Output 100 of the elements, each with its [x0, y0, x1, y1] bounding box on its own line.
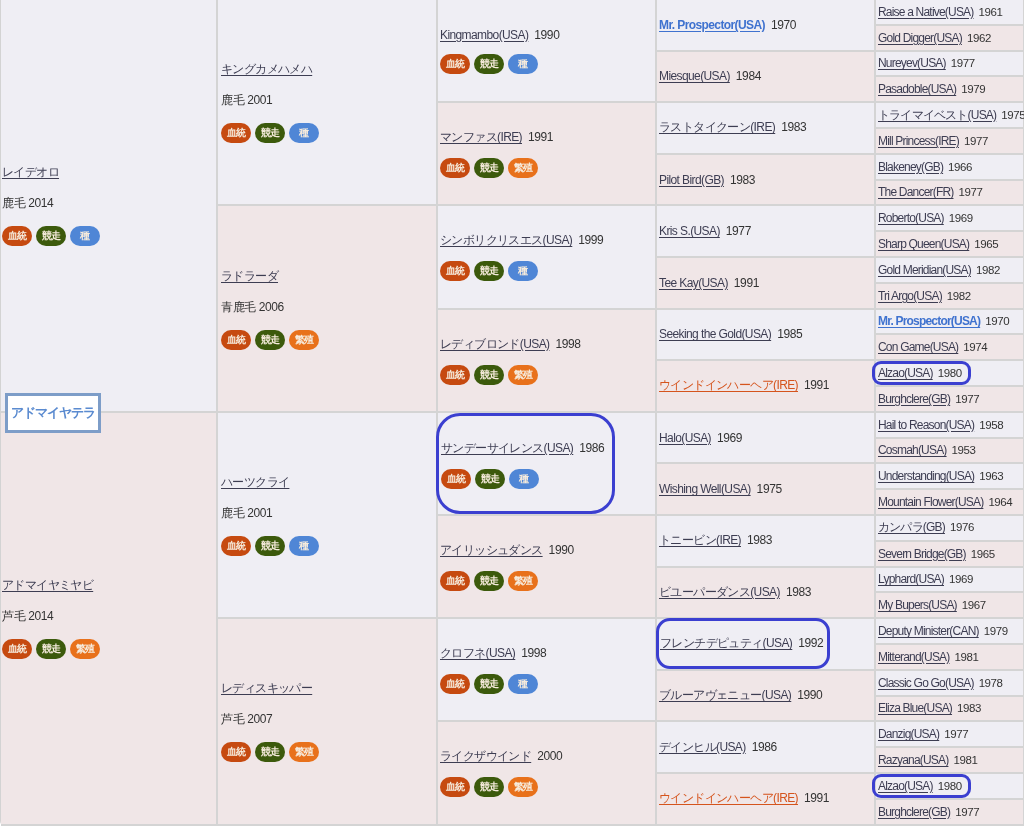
horse-name-link: マンファス(IRE): [440, 129, 522, 147]
horse-name-link: Seeking the Gold(USA): [659, 327, 772, 342]
pedigree-cell: [876, 748, 1024, 774]
pedigree-cell: [876, 283, 1024, 310]
coat-year-text: 鹿毛 2001: [221, 92, 273, 110]
birth-year: 1986: [579, 440, 605, 455]
coat-year-text: 鹿毛 2014: [2, 195, 54, 213]
category-tag: 血統: [221, 123, 251, 144]
pedigree-cell: [876, 180, 1024, 207]
horse-name-link: Mr. Prospector(USA): [878, 314, 981, 329]
pedigree-cell: [438, 412, 657, 516]
category-tag: 競走: [474, 158, 504, 179]
birth-year: 1991: [528, 130, 554, 145]
pedigree-cell: [876, 567, 1024, 594]
pedigree-cell: [438, 309, 657, 413]
horse-name-link: Nureyev(USA): [878, 56, 946, 71]
category-tag: 種: [70, 226, 100, 247]
birth-year: 1966: [948, 160, 973, 173]
birth-year: 1977: [955, 805, 980, 818]
birth-year: 1967: [961, 599, 986, 612]
birth-year: 1981: [953, 754, 978, 767]
birth-year: 1990: [548, 543, 574, 558]
pedigree-cell: [218, 619, 438, 826]
horse-name-link: Alzao(USA): [878, 366, 933, 381]
birth-year: 1969: [948, 212, 973, 225]
coat-year-text: 鹿毛 2001: [221, 505, 273, 522]
horse-name-link: ウインドインハーヘア(IRE): [659, 377, 798, 395]
birth-year: 1983: [781, 120, 807, 135]
birth-year: 1986: [751, 739, 777, 754]
birth-year: 2000: [537, 749, 563, 764]
horse-name-link: Eliza Blue(USA): [878, 701, 953, 716]
pedigree-cell: [657, 0, 876, 52]
category-tag: 競走: [255, 742, 285, 763]
pedigree-cell: [876, 696, 1024, 723]
birth-year: 1970: [985, 315, 1010, 328]
horse-name-link: Tee Kay(USA): [659, 275, 728, 290]
horse-name-link: サンデーサイレンス(USA): [441, 439, 574, 457]
coat-year-text: 芦毛 2014: [2, 608, 54, 626]
category-tag: 繁殖: [508, 158, 538, 179]
category-tag: 繁殖: [289, 742, 319, 763]
pedigree-cell: [438, 103, 657, 207]
pedigree-cell: [657, 412, 876, 465]
pedigree-cell: [657, 51, 876, 104]
pedigree-cell: [438, 206, 657, 310]
category-tag: 種: [508, 53, 538, 74]
horse-name-link: Hail to Reason(USA): [878, 417, 975, 432]
horse-name-link: Razyana(USA): [878, 753, 949, 768]
category-tag: 血統: [441, 468, 471, 489]
pedigree-cell: [876, 77, 1024, 104]
category-tag: 血統: [221, 742, 251, 763]
horse-name-link: Severn Bridge(GB): [878, 546, 966, 561]
category-tag: 競走: [255, 536, 285, 556]
birth-year: 1953: [951, 444, 976, 457]
birth-year: 1990: [534, 27, 560, 42]
category-tag: 競走: [474, 777, 504, 798]
category-tag: 競走: [474, 53, 504, 74]
horse-name-link: Con Game(USA): [878, 340, 959, 355]
birth-year: 1977: [963, 134, 988, 147]
horse-name-link: ビユーパーダンス(USA): [659, 583, 780, 601]
pedigree-cell: [657, 670, 876, 723]
horse-name-link: Blakeney(GB): [878, 159, 944, 174]
horse-name-link: ラドラーダ: [221, 267, 278, 285]
horse-name-link: Danzig(USA): [878, 727, 940, 742]
birth-year: 1975: [756, 482, 782, 497]
horse-name-link: Tri Argo(USA): [878, 288, 942, 303]
pedigree-cell: [657, 774, 876, 826]
horse-name-link: The Dancer(FR): [878, 185, 954, 200]
birth-year: 1985: [777, 327, 803, 342]
horse-name-link: ライクザウインド: [440, 748, 532, 766]
horse-name-link: Sharp Queen(USA): [878, 237, 970, 252]
birth-year: 1983: [747, 533, 773, 548]
birth-year: 1980: [937, 779, 962, 792]
birth-year: 1983: [729, 172, 756, 187]
horse-name-link: ハーツクライ: [221, 474, 290, 491]
category-tag: 競走: [475, 468, 505, 489]
birth-year: 1990: [797, 688, 823, 703]
pedigree-cell: [438, 722, 657, 826]
horse-name-link: My Bupers(USA): [878, 598, 957, 613]
horse-name-link: Gold Digger(USA): [878, 30, 962, 45]
birth-year: 1961: [978, 5, 1003, 18]
category-tag: 競走: [36, 226, 66, 247]
horse-name-link: デインヒル(USA): [659, 738, 746, 756]
pedigree-cell: [876, 103, 1024, 129]
birth-year: 1982: [975, 263, 1000, 276]
category-tag: 競走: [36, 639, 66, 660]
category-tag: 繁殖: [289, 329, 319, 350]
birth-year: 1982: [946, 289, 971, 302]
horse-name-link: Mitterand(USA): [878, 649, 950, 664]
pedigree-cell: [876, 258, 1024, 284]
category-tag: 繁殖: [70, 639, 100, 660]
horse-name-link: カンパラ(GB): [878, 519, 945, 537]
birth-year: 1977: [725, 224, 751, 239]
birth-year: 1976: [949, 521, 974, 534]
horse-name-link: Deputy Minister(CAN): [878, 624, 979, 639]
horse-name-link: Raise a Native(USA): [878, 4, 974, 19]
pedigree-cell: [218, 412, 438, 620]
category-tag: 競走: [474, 261, 504, 282]
horse-name-link: Mill Princess(IRE): [878, 133, 959, 148]
category-tag: 種: [508, 261, 538, 282]
category-tag: 血統: [2, 639, 32, 660]
